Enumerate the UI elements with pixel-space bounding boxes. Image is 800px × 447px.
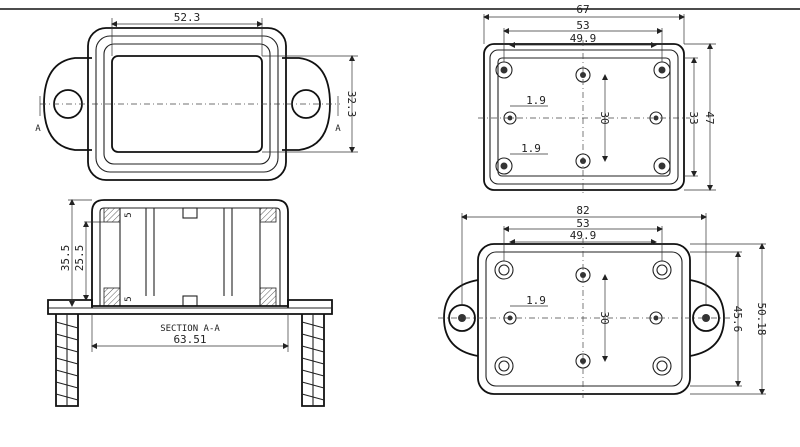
bottom-outer-height-dim: 50.18 [755, 302, 768, 335]
top-boss-offset-dim-2: 1.9 [521, 142, 541, 155]
top-boss-vertical-dim: 30 [598, 111, 611, 124]
wall-dim-top: 5 [124, 212, 134, 217]
section-outer-height-dim: 35.5 [59, 245, 72, 272]
top-overall-width-dim: 67 [576, 3, 589, 16]
bottom-overall-width-dim: 82 [576, 204, 589, 217]
section-marker-right: A [335, 124, 341, 134]
bottom-boss-spacing-dim: 49.9 [570, 229, 597, 242]
front-width-dim: 52.3 [174, 11, 201, 24]
section-width-dim: 63.51 [173, 333, 206, 346]
top-inner-height-dim: 33 [687, 111, 700, 124]
top-boss-spacing-dim: 49.9 [570, 32, 597, 45]
bottom-boss-vertical-dim: 30 [598, 311, 611, 324]
top-boss-offset-dim-1: 1.9 [526, 94, 546, 107]
front-height-dim: 32.3 [345, 91, 358, 118]
section-marker-left: A [35, 124, 41, 134]
bottom-view-bosses [494, 260, 672, 376]
bottom-inner-width-dim: 53 [576, 217, 589, 230]
wall-dim-bottom: 5 [124, 296, 134, 301]
top-inner-width-dim: 53 [576, 19, 589, 32]
bottom-view: 82 53 49.9 1.9 30 45.6 50.18 [438, 204, 768, 398]
left-screw [55, 314, 79, 407]
bottom-inner-height-dim: 45.6 [731, 306, 744, 333]
top-outer-height-dim: 47 [703, 111, 716, 124]
top-view: 67 53 49.9 1.9 1.9 30 33 47 [478, 3, 716, 194]
section-inner-height-dim: 25.5 [73, 245, 86, 272]
section-view: SECTION A-A 63.51 35.5 25.5 5 5 [47, 199, 333, 407]
bottom-boss-offset-dim: 1.9 [526, 294, 546, 307]
section-title: SECTION A-A [160, 324, 220, 334]
right-screw [301, 314, 325, 407]
front-view: 52.3 32.3 A A [35, 11, 358, 181]
